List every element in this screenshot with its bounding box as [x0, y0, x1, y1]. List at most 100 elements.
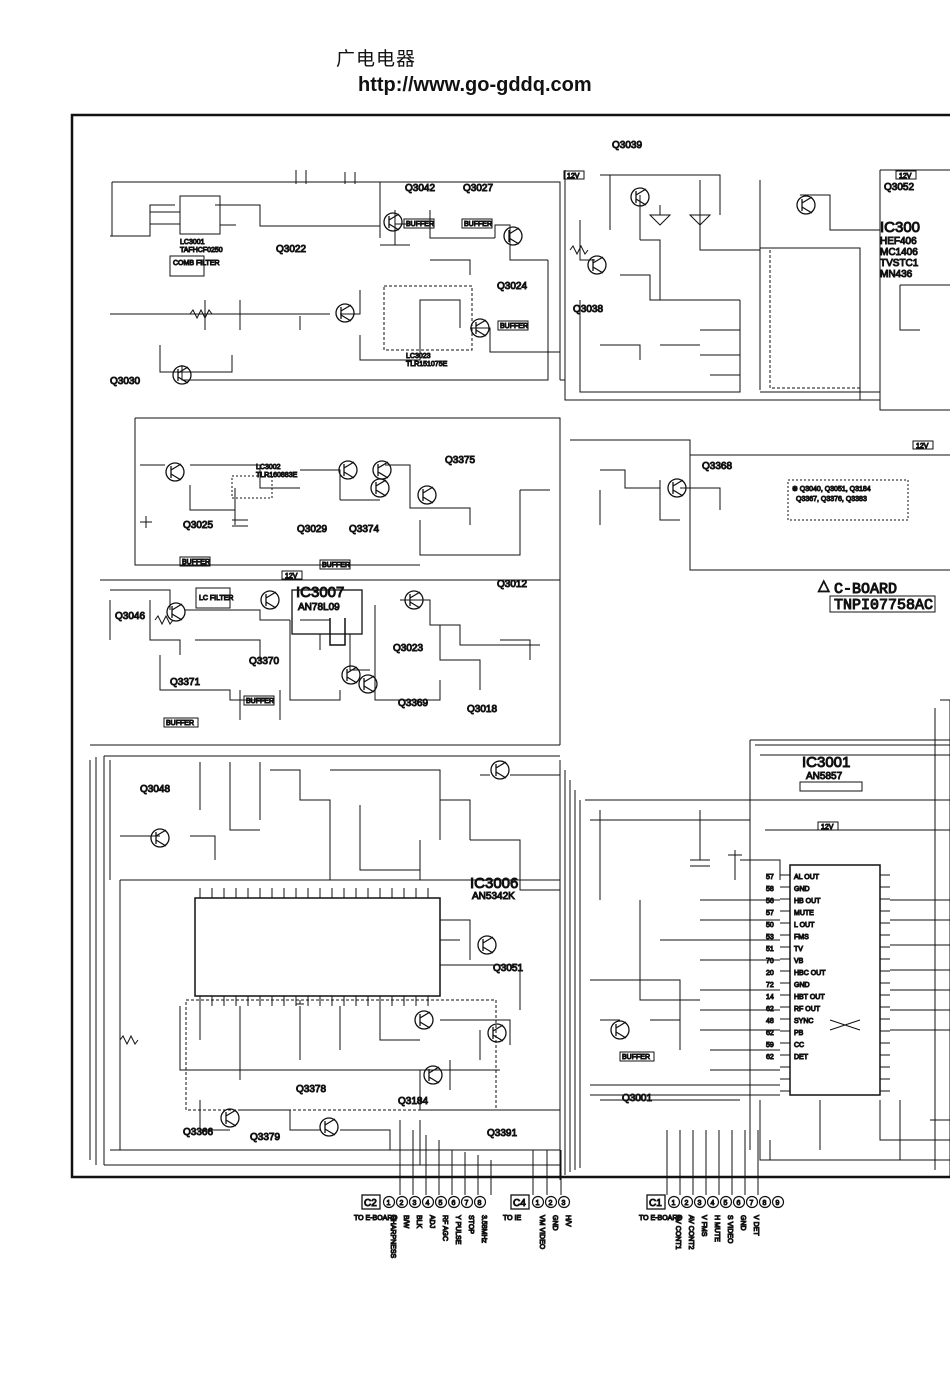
- supply-12v-1: 12V: [567, 173, 580, 180]
- connector-pin: [557, 1195, 571, 1209]
- connector-pin: [460, 1195, 474, 1209]
- transistor-symbol: [383, 212, 403, 232]
- connector-wires: [399, 1120, 759, 1195]
- connector-pin-number: 3: [698, 1200, 702, 1207]
- connector-signal: Y PULSE: [454, 1215, 461, 1245]
- middle-section: [90, 417, 950, 746]
- comb-filter-label: COMB FILTER: [173, 260, 220, 267]
- ic3006-model: AN5342K: [472, 891, 515, 902]
- transistor-symbol: [417, 485, 437, 505]
- ic300-ref: IC300: [880, 219, 920, 236]
- ic3001-pin-number: 14: [766, 994, 774, 1001]
- buffer-label-8: BUFFER: [622, 1054, 650, 1061]
- note-line-1: ※ Q3040, Q3051, Q3184: [792, 486, 871, 493]
- ic-ic3007-block: IC3007 AN78L09: [296, 584, 345, 614]
- ic-right-model-1: MC1406: [880, 247, 918, 258]
- ic3001-pin-name: SYNC: [794, 1018, 813, 1025]
- connector-signal: 3.58MHz: [480, 1215, 487, 1244]
- connector-pin: [693, 1195, 707, 1209]
- connector-pin-number: 2: [400, 1200, 404, 1207]
- transistor-symbols: [150, 187, 816, 1137]
- transistor-ref: Q3038: [573, 304, 603, 315]
- ic3001-pin-number: 62: [766, 1030, 774, 1037]
- ic3001-model: AN5857: [806, 771, 843, 782]
- ic3001-pin-name: GND: [794, 886, 810, 893]
- transistor-ref: Q3184: [398, 1096, 428, 1107]
- transistor-ref: Q3369: [398, 698, 428, 709]
- connector-ref: C1: [649, 1198, 662, 1209]
- transistor-ref: Q3024: [497, 281, 527, 292]
- transistor-symbol: [341, 665, 361, 685]
- transistor-symbol: [372, 460, 392, 480]
- ic3001-pin-name: L OUT: [794, 922, 815, 929]
- transistor-ref: Q3391: [487, 1128, 517, 1139]
- ic3001-pin-number: 51: [766, 946, 774, 953]
- buffer-labels: BUFFER BUFFER BUFFER BUFFER BUFFER BUFFE…: [163, 218, 655, 1062]
- transistor-ref: Q3366: [183, 1127, 213, 1138]
- ic3001-pin-number: 53: [766, 934, 774, 941]
- connector-signal: BLK: [415, 1215, 422, 1229]
- buffer-label-1: BUFFER: [406, 221, 434, 228]
- connector-pin-number: 7: [465, 1200, 469, 1207]
- buffer-label-7: BUFFER: [166, 720, 194, 727]
- transistor-symbol: [404, 590, 424, 610]
- ic3001-pin-number: 70: [766, 958, 774, 965]
- connector-signal: STOP: [467, 1215, 474, 1234]
- supply-12v-5: 12V: [821, 824, 834, 831]
- transistor-ref: Q3046: [115, 611, 145, 622]
- connector-pin-number: 8: [478, 1200, 482, 1207]
- transistor-symbol: [423, 1065, 443, 1085]
- transistor-symbol: [477, 935, 497, 955]
- ic3001-pin-number: 59: [766, 1042, 774, 1049]
- connector-note: TO E-BOARD: [354, 1215, 397, 1222]
- transistor-ref: Q3030: [110, 376, 140, 387]
- note-line-2: Q3367, Q3376, Q3383: [796, 496, 867, 503]
- transistor-symbol: [358, 674, 378, 694]
- connector-pin: [706, 1195, 720, 1209]
- lc-modules: LC3001 TAFHCF0250 LC3023 TLR151075E LC30…: [180, 239, 449, 480]
- connector-pin: [473, 1195, 487, 1209]
- ic3001-pin-name: HBC OUT: [794, 970, 826, 977]
- supply-12v-2: 12V: [899, 173, 912, 180]
- transistor-symbol: [166, 602, 186, 622]
- connector-pin-number: 8: [763, 1200, 767, 1207]
- ic3001-pin-number: 56: [766, 898, 774, 905]
- transistor-symbol: [503, 226, 523, 246]
- transistor-symbol: [172, 365, 192, 385]
- transistor-ref: Q3370: [249, 656, 279, 667]
- connector-signal: H/V: [564, 1215, 571, 1227]
- connector-signal: B/W: [402, 1215, 409, 1229]
- transistor-symbol: [338, 460, 358, 480]
- transistor-ref: Q3374: [349, 524, 379, 535]
- lc3023-model: TLR151075E: [406, 361, 448, 368]
- connector-pin-number: 1: [672, 1200, 676, 1207]
- ic3001-pin-name: MUTE: [794, 910, 814, 917]
- connector-note: TO IE: [503, 1215, 521, 1222]
- site-url: http://www.go-gddq.com: [358, 74, 592, 96]
- ic3001-pin-name: CC: [794, 1042, 804, 1049]
- buffer-label-3: BUFFER: [500, 323, 528, 330]
- connector-pin-number: 1: [536, 1200, 540, 1207]
- connector-signal: V DET: [752, 1215, 759, 1236]
- ic3001-ref: IC3001: [802, 754, 850, 771]
- ic3001-pin-name: VB: [794, 958, 804, 965]
- transistor-ref: Q3022: [276, 244, 306, 255]
- transistor-symbol: [796, 195, 816, 215]
- connector-pin-number: 7: [750, 1200, 754, 1207]
- connector-pin-number: 2: [549, 1200, 553, 1207]
- transistor-symbol: [414, 1010, 434, 1030]
- connector-pin: [719, 1195, 733, 1209]
- connector-pin: [758, 1195, 772, 1209]
- ic3001-pin-number: 57: [766, 874, 774, 881]
- lower-left-section: [89, 755, 560, 1166]
- ic3001-pin-name: PB: [794, 1030, 804, 1037]
- lower-right-section: [559, 699, 950, 1180]
- connector-signal: RF AGC: [441, 1215, 448, 1241]
- ic3006-ref: IC3006: [470, 875, 518, 892]
- connector-pin-number: 4: [426, 1200, 430, 1207]
- transistor-ref: Q3051: [493, 963, 523, 974]
- transistor-symbol: [335, 303, 355, 323]
